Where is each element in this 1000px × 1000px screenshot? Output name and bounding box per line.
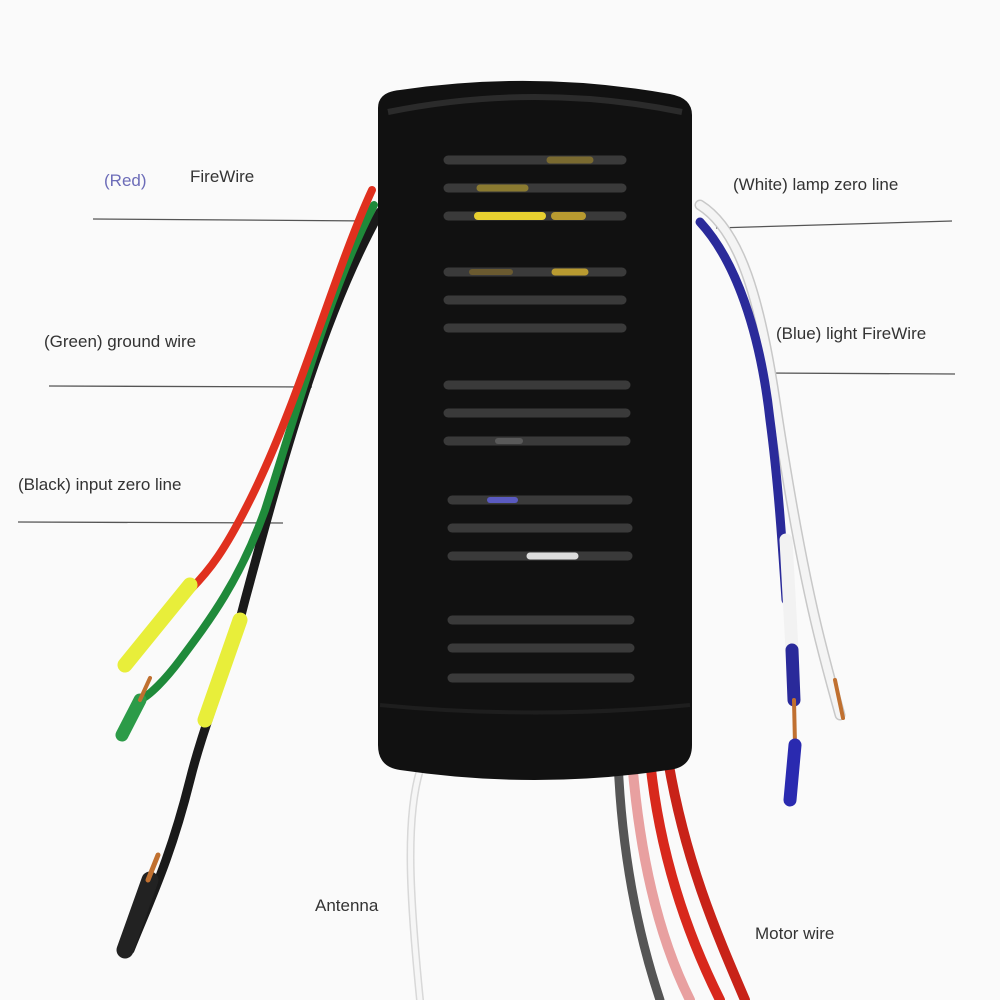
red-fire-wire <box>186 186 376 594</box>
green-wire-copper <box>138 676 152 702</box>
blue-wire-sleeve-band <box>785 643 801 707</box>
label-firewire: FireWire <box>190 167 255 186</box>
black-wire-copper <box>145 852 161 883</box>
white-lamp-wire-core <box>696 201 844 719</box>
motor-wire-grey <box>613 755 665 1000</box>
leader-line-green <box>48 385 313 388</box>
device-case <box>378 80 692 781</box>
red-wire-yellow-sleeve <box>117 577 198 673</box>
label-blue-light-firewire: (Blue) light FireWire <box>776 324 927 343</box>
label-red-tag: (Red) <box>104 171 147 190</box>
black-wire-yellow-sleeve <box>197 612 248 728</box>
device-bottom-edge <box>379 703 691 715</box>
device-top-highlight <box>387 94 683 115</box>
green-wire-end <box>115 693 147 742</box>
leader-line-black <box>17 521 284 524</box>
right-wires <box>694 199 846 807</box>
black-wire-end <box>116 871 159 959</box>
leader-lines <box>17 218 956 524</box>
leader-line-blue <box>759 372 956 375</box>
blue-wire-end <box>783 738 802 807</box>
leader-line-firewire <box>92 218 373 222</box>
motor-wire-pink <box>627 755 695 1000</box>
blue-wire-white-sleeve <box>779 533 799 657</box>
label-green-ground-wire: (Green) ground wire <box>44 332 197 351</box>
black-input-wire <box>125 207 385 955</box>
label-antenna: Antenna <box>315 896 379 915</box>
label-white-lamp-zero-line: (White) lamp zero line <box>733 175 899 194</box>
antenna-wire-core <box>408 767 423 1000</box>
label-motor-wire: Motor wire <box>755 924 835 943</box>
label-black-input-zero-line: (Black) input zero line <box>18 475 182 494</box>
left-wires <box>115 186 385 959</box>
controller-body <box>378 80 692 781</box>
vent-slots <box>443 155 635 683</box>
motor-wire-red-1 <box>645 755 725 1000</box>
bottom-wires <box>406 755 750 1000</box>
blue-wire-copper <box>792 698 797 747</box>
white-wire-copper <box>833 678 845 720</box>
motor-wire-red-2 <box>663 755 750 1000</box>
leader-line-white <box>715 220 953 229</box>
